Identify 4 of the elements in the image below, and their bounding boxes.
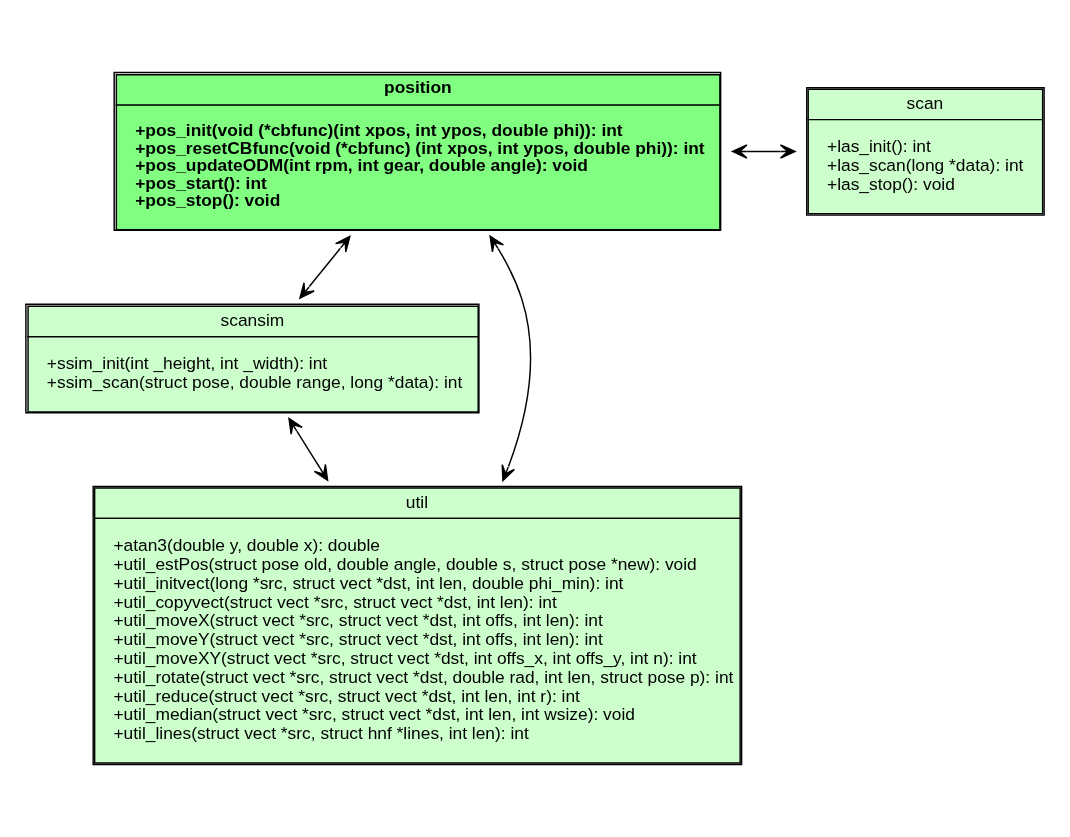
arrow bbox=[299, 235, 351, 299]
arrow bbox=[489, 235, 532, 482]
arrow bbox=[288, 417, 329, 481]
arrow bbox=[731, 144, 796, 159]
